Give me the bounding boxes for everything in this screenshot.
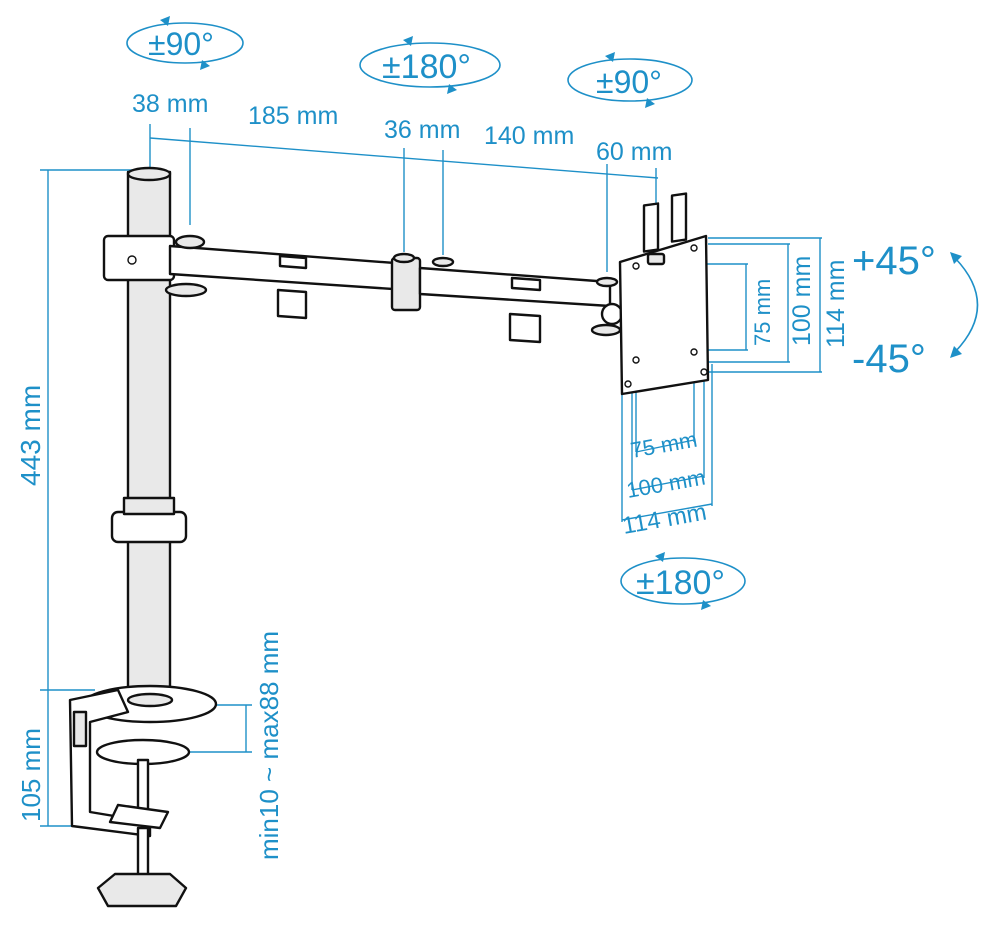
vesa-vertical-100: 100 mm <box>788 256 816 346</box>
vesa-horizontal-114: 114 mm <box>620 499 708 540</box>
tilt-plus-label: +45° <box>852 239 936 283</box>
dim-60: 60 mm <box>596 138 672 166</box>
rot-label-top-right: ±90° <box>596 64 662 100</box>
rot-label-bottom: ±180° <box>636 564 725 602</box>
dim-185: 185 mm <box>248 102 338 130</box>
tilt-minus-label: -45° <box>852 337 926 381</box>
dimension-lines <box>40 124 822 827</box>
dim-443: 443 mm <box>15 385 46 486</box>
clamp-screw <box>136 826 150 878</box>
vesa-horizontal-100: 100 mm <box>625 465 708 503</box>
vesa-vertical-114: 114 mm <box>822 260 850 348</box>
clamp-bracket <box>68 688 152 838</box>
rotation-arrows <box>126 16 979 610</box>
dim-105: 105 mm <box>16 728 46 822</box>
monitor-arm-drawing <box>68 166 710 908</box>
pole-lower <box>126 538 172 702</box>
dim-140: 140 mm <box>484 122 574 150</box>
pole-upper <box>126 170 172 504</box>
arm-collar <box>102 234 176 282</box>
vesa-horizontal-75: 75 mm <box>629 427 700 463</box>
elbow-joint <box>390 256 422 312</box>
arm-segment-1 <box>168 244 410 292</box>
clamp-knob <box>96 872 188 908</box>
dim-36: 36 mm <box>384 116 460 144</box>
rot-label-top-left: ±90° <box>148 26 214 62</box>
vesa-vertical-75: 75 mm <box>750 279 775 346</box>
vesa-plate <box>618 234 710 396</box>
rot-label-top-mid: ±180° <box>382 48 471 86</box>
height-collar <box>110 510 188 544</box>
dim-clamp-range: min10 ~ max88 mm <box>254 631 284 860</box>
dim-38: 38 mm <box>132 90 208 118</box>
